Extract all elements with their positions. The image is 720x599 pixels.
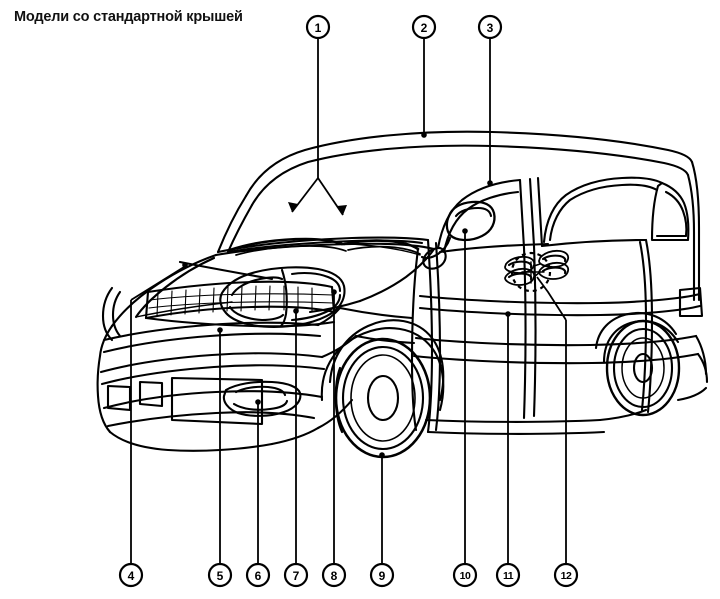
callout-11[interactable]: 11 — [495, 311, 521, 588]
callout-1-arrow-left — [288, 202, 298, 212]
callout-12-branch — [536, 276, 567, 321]
callout-10-label: 10 — [460, 570, 471, 582]
callout-10-point — [462, 228, 468, 234]
callout-11-circle[interactable] — [495, 562, 521, 588]
callout-11-label: 11 — [503, 570, 514, 582]
callout-7-point — [293, 308, 299, 314]
callout-3-circle[interactable] — [477, 14, 503, 40]
callout-5-circle[interactable] — [207, 562, 233, 588]
callout-4[interactable]: 4 — [118, 262, 188, 588]
callout-2-label: 2 — [421, 21, 428, 35]
callout-7-circle[interactable] — [283, 562, 309, 588]
callout-9-point — [379, 452, 385, 458]
callout-8-label: 8 — [331, 569, 338, 583]
callout-12[interactable]: 12 — [536, 276, 579, 588]
callout-5-label: 5 — [217, 569, 224, 583]
callout-10-circle[interactable] — [452, 562, 478, 588]
callout-11-point — [505, 311, 511, 317]
callout-1-branch-right — [317, 177, 344, 216]
door-handle-detail-circle — [510, 251, 552, 293]
callout-5[interactable]: 5 — [207, 327, 233, 588]
callout-10[interactable]: 10 — [452, 228, 478, 588]
callout-1-circle[interactable] — [305, 14, 331, 40]
callout-2-circle[interactable] — [411, 14, 437, 40]
callout-8[interactable]: 8 — [321, 289, 347, 588]
callout-2[interactable]: 2 — [411, 14, 437, 138]
callout-6-point — [255, 399, 261, 405]
callout-3-label: 3 — [487, 21, 494, 35]
callout-4-branch — [130, 266, 185, 301]
callout-4-circle[interactable] — [118, 562, 144, 588]
page-title: Модели со стандартной крышей — [14, 9, 243, 25]
callout-5-point — [217, 327, 223, 333]
callout-6[interactable]: 6 — [245, 399, 271, 588]
callout-9-circle[interactable] — [369, 562, 395, 588]
vehicle-body-outline — [96, 130, 709, 459]
callout-3[interactable]: 3 — [477, 14, 503, 186]
callout-3-point — [487, 180, 493, 186]
callout-1-branch-left — [291, 177, 319, 213]
callout-9[interactable]: 9 — [369, 452, 395, 588]
callout-8-point — [331, 289, 337, 295]
callout-6-label: 6 — [255, 569, 262, 583]
callout-9-label: 9 — [379, 569, 386, 583]
callout-1-arrow-right — [337, 205, 347, 215]
callout-8-circle[interactable] — [321, 562, 347, 588]
callout-12-circle[interactable] — [553, 562, 579, 588]
callout-1[interactable]: 1 — [288, 14, 347, 216]
callout-1-label: 1 — [315, 21, 322, 35]
callout-12-label: 12 — [561, 570, 572, 582]
callout-4-point — [182, 262, 188, 268]
callout-6-circle[interactable] — [245, 562, 271, 588]
callout-4-label: 4 — [128, 569, 135, 583]
callout-7-label: 7 — [293, 569, 300, 583]
callout-7[interactable]: 7 — [283, 308, 309, 588]
callout-2-point — [421, 132, 427, 138]
